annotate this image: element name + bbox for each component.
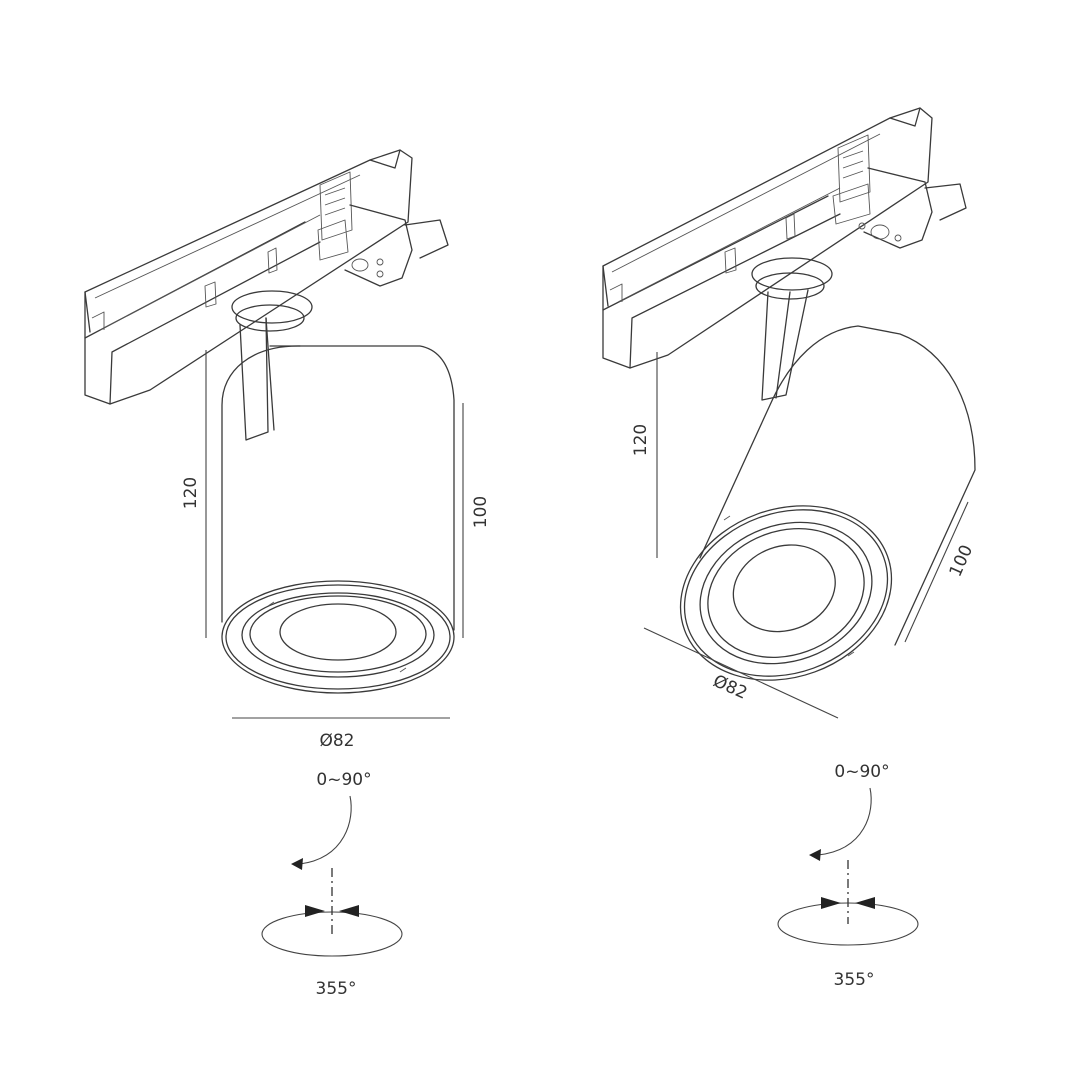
left-cylinder-body [221, 345, 455, 694]
left-dimensions [205, 350, 464, 719]
right-rotation-label: 355° [834, 970, 875, 990]
right-dimensions [643, 352, 969, 719]
left-rotation-symbol [261, 868, 403, 957]
left-diameter-label: Ø82 [319, 731, 354, 751]
left-spotlight: 120 100 Ø82 0~90° 355° [84, 149, 491, 999]
right-height-total-label: 120 [631, 424, 651, 456]
right-track-adapter [602, 107, 967, 369]
right-swivel-arm [751, 257, 833, 401]
left-height-total-label: 120 [181, 477, 201, 509]
left-height-body-label: 100 [471, 496, 491, 528]
right-rotation-symbol [777, 860, 919, 946]
right-diameter-label: Ø82 [710, 671, 750, 704]
right-tilt-arrow [809, 787, 872, 861]
left-tilt-label: 0~90° [316, 770, 371, 790]
left-rotation-label: 355° [316, 979, 357, 999]
right-cylinder-body [679, 325, 976, 681]
left-tilt-arrow [291, 795, 352, 870]
right-tilt-label: 0~90° [834, 762, 889, 782]
right-height-body-label: 100 [946, 542, 977, 580]
left-swivel-arm [231, 290, 313, 441]
right-spotlight: 120 100 Ø82 0~90° 355° [602, 107, 977, 990]
left-track-adapter [84, 149, 449, 405]
